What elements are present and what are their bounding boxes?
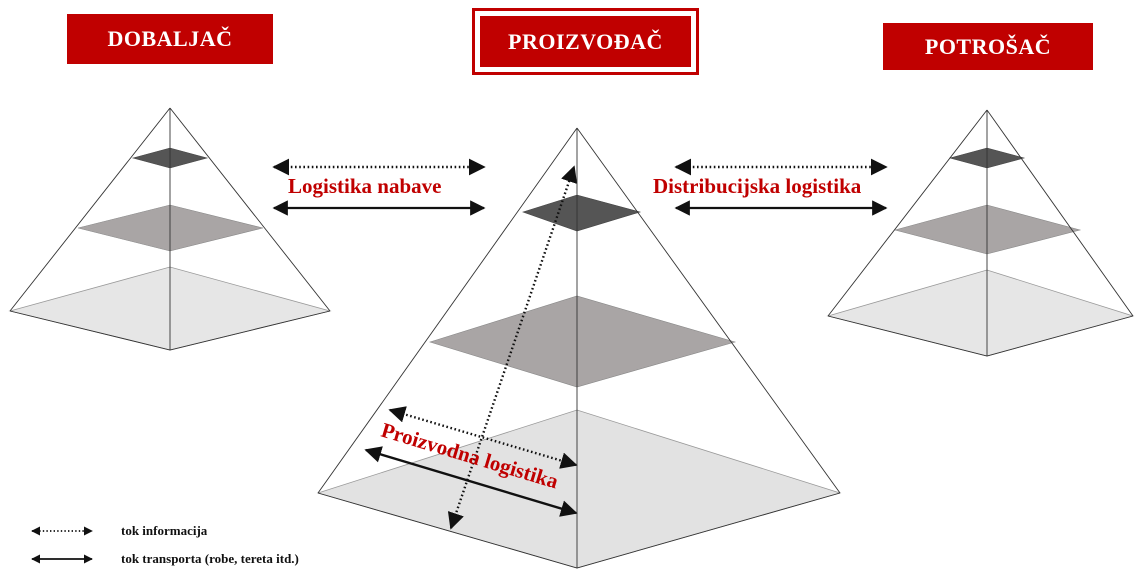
supplier-box: DOBALJAČ (67, 14, 273, 64)
procurement-logistics-label: Logistika nabave (288, 174, 442, 198)
consumer-label: POTROŠAČ (924, 33, 1052, 59)
legend-information-text: tok informacija (121, 523, 208, 538)
supplier-middle-level (77, 204, 264, 252)
legend-transport-text: tok transporta (robe, tereta itd.) (121, 551, 299, 566)
consumer-base-level (826, 269, 1135, 357)
producer-label: PROIZVOĐAČ (508, 28, 663, 54)
producer-top-level (522, 194, 642, 232)
consumer-pyramid (826, 109, 1135, 357)
production-transport-arrow (364, 446, 578, 517)
consumer-middle-level (893, 204, 1082, 255)
producer-middle-level (428, 295, 737, 388)
distribution-logistics-label: Distribucijska logistika (653, 174, 862, 198)
supplier-pyramid (8, 107, 332, 351)
supplier-label: DOBALJAČ (107, 26, 233, 51)
producer-box: PROIZVOĐAČ (480, 16, 691, 67)
consumer-box: POTROŠAČ (883, 23, 1093, 70)
production-information-arrow (388, 406, 578, 469)
